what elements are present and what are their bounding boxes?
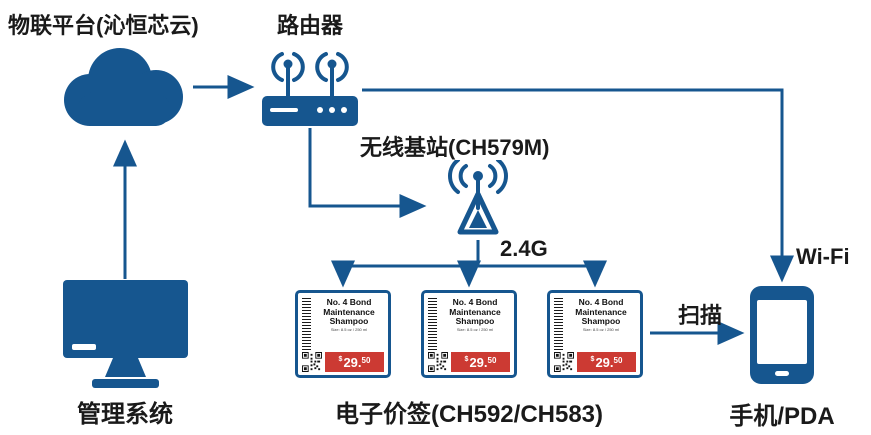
price-tag-subtitle: Size: 8.5 oz / 250 ml	[330, 326, 368, 332]
qr-code-icon	[428, 352, 448, 372]
router-label: 路由器	[277, 13, 344, 38]
price-tag: No. 4 Bond Maintenance Shampoo Size: 8.5…	[421, 290, 517, 378]
barcode	[302, 298, 311, 350]
price-badge: $29.50	[325, 352, 384, 372]
barcode	[554, 298, 563, 350]
qr-code-icon	[554, 352, 574, 372]
price-tag: No. 4 Bond Maintenance Shampoo Size: 8.5…	[547, 290, 643, 378]
price-tag-title: No. 4 Bond Maintenance Shampoo Size: 8.5…	[440, 297, 510, 351]
management-label: 管理系统	[77, 401, 173, 428]
price-tag-subtitle: Size: 8.5 oz / 250 ml	[456, 326, 494, 332]
wifi-label: Wi-Fi	[796, 244, 850, 269]
price-tag-subtitle: Size: 8.5 oz / 250 ml	[582, 326, 620, 332]
price-tag: No. 4 Bond Maintenance Shampoo Size: 8.5…	[295, 290, 391, 378]
phone-label: 手机/PDA	[729, 403, 835, 430]
base-station-label: 无线基站(CH579M)	[360, 135, 550, 160]
scan-label: 扫描	[678, 303, 723, 328]
price-badge: $29.50	[451, 352, 510, 372]
price-tag-title: No. 4 Bond Maintenance Shampoo Size: 8.5…	[314, 297, 384, 351]
qr-code-icon	[302, 352, 322, 372]
cloud-icon	[52, 42, 192, 134]
router-icon	[260, 46, 360, 128]
price-tag-title: No. 4 Bond Maintenance Shampoo Size: 8.5…	[566, 297, 636, 351]
phone-icon	[750, 286, 814, 384]
barcode	[428, 298, 437, 350]
esl-label: 电子价签(CH592/CH583)	[334, 401, 604, 428]
monitor-icon	[58, 280, 193, 390]
price-badge: $29.50	[577, 352, 636, 372]
rf-label: 2.4G	[500, 236, 548, 261]
base-station-icon	[432, 158, 524, 240]
cloud-label: 物联平台(沁恒芯云)	[8, 13, 199, 38]
